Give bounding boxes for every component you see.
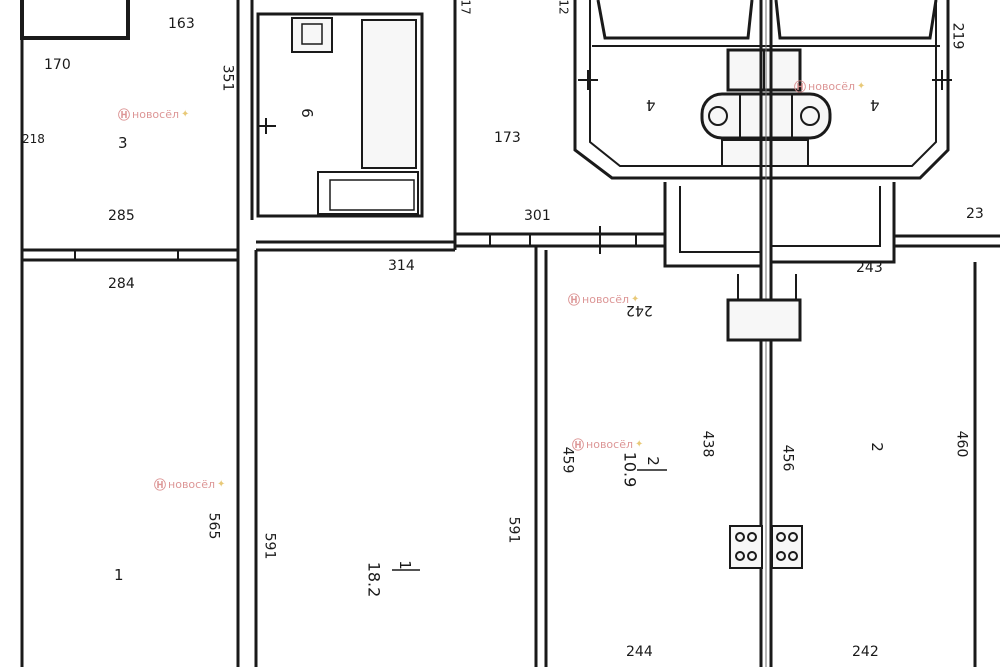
star-icon: ✦ xyxy=(217,479,226,490)
dim-351: 351 xyxy=(219,64,236,92)
stove-left xyxy=(729,525,763,569)
sink xyxy=(291,17,333,53)
dim-12: 12 xyxy=(556,0,571,15)
room-3-label: 3 xyxy=(118,134,128,152)
watermark-logo-icon: Ⓗ xyxy=(154,478,167,492)
watermark-1: Ⓗ новосёл ✦ xyxy=(118,106,189,123)
dim-17: 17 xyxy=(458,0,473,15)
watermark-logo-icon: Ⓗ xyxy=(568,293,581,307)
dim-301: 301 xyxy=(524,208,551,224)
bathtub xyxy=(361,19,417,169)
star-icon: ✦ xyxy=(181,109,190,120)
dim-438: 438 xyxy=(699,430,716,458)
wall-top-left-box xyxy=(20,0,130,40)
star-icon: ✦ xyxy=(857,81,866,92)
watermark-text: новосёл xyxy=(586,438,633,451)
watermark-5: Ⓗ новосёл ✦ xyxy=(154,476,225,493)
watermark-text: новосёл xyxy=(808,80,855,93)
dim-218: 218 xyxy=(22,132,45,146)
dim-242-bottom: 242 xyxy=(852,644,879,660)
bathroom-outline xyxy=(256,12,424,218)
watermark-text: новосёл xyxy=(582,293,629,306)
room-1-label: 1 xyxy=(395,560,414,570)
dim-460: 460 xyxy=(953,430,970,458)
dim-565: 565 xyxy=(205,512,222,540)
watermark-text: новосёл xyxy=(132,108,179,121)
watermark-logo-icon: Ⓗ xyxy=(794,80,807,94)
room-2-label: 2 xyxy=(867,442,886,452)
dim-244: 244 xyxy=(626,644,653,660)
dim-243: 243 xyxy=(856,260,883,276)
dim-456: 456 xyxy=(779,444,796,472)
room-1-left-label: 1 xyxy=(114,566,124,584)
watermark-logo-icon: Ⓗ xyxy=(118,108,131,122)
star-icon: ✦ xyxy=(631,294,640,305)
dim-23: 23 xyxy=(966,206,984,222)
area-room-1: 18.2 xyxy=(364,561,384,598)
dim-173: 173 xyxy=(494,130,521,146)
dim-591-left: 591 xyxy=(261,532,278,560)
area-room-2: 10.9 xyxy=(620,451,640,488)
dim-285: 285 xyxy=(108,208,135,224)
dim-219: 219 xyxy=(949,22,966,50)
room-6-label: 6 xyxy=(297,108,316,118)
room-2-kitchen-label: 2 xyxy=(643,456,662,466)
dim-163: 163 xyxy=(168,16,195,32)
watermark-text: новосёл xyxy=(168,478,215,491)
room-4-left-label: 4 xyxy=(646,96,656,114)
stove-right xyxy=(771,525,803,569)
watermark-2: Ⓗ новосёл ✦ xyxy=(794,78,865,95)
watermark-4: Ⓗ новосёл ✦ xyxy=(572,436,643,453)
dim-170: 170 xyxy=(44,57,71,73)
watermark-logo-icon: Ⓗ xyxy=(572,438,585,452)
watermark-3: Ⓗ новосёл ✦ xyxy=(568,291,639,308)
toilet-area xyxy=(317,171,419,215)
dim-284: 284 xyxy=(108,276,135,292)
vent-block-mid xyxy=(726,298,802,342)
room-4-right-label: 4 xyxy=(870,96,880,114)
dim-591-right: 591 xyxy=(505,516,522,544)
star-icon: ✦ xyxy=(635,439,644,450)
dim-314: 314 xyxy=(388,258,415,274)
